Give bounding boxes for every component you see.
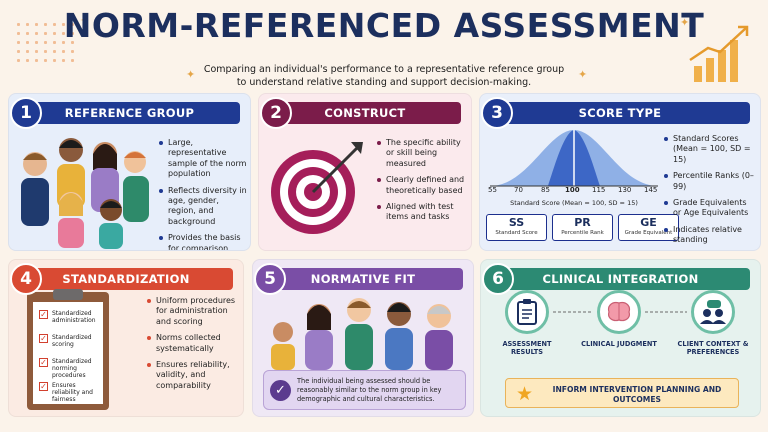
checkmark-icon: ✓ <box>39 358 48 367</box>
step-number-badge: 2 <box>260 97 292 129</box>
checkmark-icon: ✓ <box>39 310 48 319</box>
diverse-people-illustration <box>271 298 453 370</box>
normative-fit-note: ✓ The individual being assessed should b… <box>263 370 466 410</box>
decorative-dots <box>14 20 74 65</box>
normative-fit-card: NORMATIVE FIT ✓ The individual being ass… <box>252 259 474 417</box>
assessment-results-item: ASSESSMENT RESULTS <box>487 290 567 356</box>
sparkle-icon: ✦ <box>80 14 90 27</box>
page-subtitle: Comparing an individual's performance to… <box>203 64 565 88</box>
construct-card: CONSTRUCT The specific ability or skill … <box>258 93 472 251</box>
card-header: REFERENCE GROUP <box>19 102 240 124</box>
card-header: CONSTRUCT <box>269 102 461 124</box>
checkmark-icon: ✓ <box>39 334 48 343</box>
step-number-badge: 6 <box>482 263 514 295</box>
check-circle-icon: ✓ <box>270 380 291 401</box>
checklist-item: ✓Ensures reliability and fairness <box>39 382 93 403</box>
client-context-item: CLIENT CONTEXT & PREFERENCES <box>673 290 753 356</box>
sparkle-icon: ✦ <box>680 16 690 29</box>
bullet-list: Large, representative sample of the norm… <box>159 138 249 250</box>
clipboard-clamp <box>53 289 83 300</box>
page-title: NORM-REFERENCED ASSESSMENT <box>63 6 705 45</box>
sparkle-icon: ✦ <box>186 68 196 81</box>
reference-group-card: REFERENCE GROUP Large, representative sa… <box>8 93 251 251</box>
group-of-people-illustration <box>21 138 149 249</box>
clipboard-icon <box>505 290 549 334</box>
clinical-integration-card: CLINICAL INTEGRATION ASSESSMENT RESULTS … <box>480 259 761 417</box>
people-chat-icon <box>691 290 735 334</box>
step-number-badge: 5 <box>254 263 286 295</box>
card-header: CLINICAL INTEGRATION <box>491 268 750 290</box>
score-type-card: SCORE TYPE 55 70 85 100 115 130 145 Stan… <box>479 93 761 251</box>
card-header: SCORE TYPE <box>490 102 750 124</box>
growth-chart-icon <box>689 25 749 82</box>
checkmark-icon: ✓ <box>39 382 48 391</box>
step-number-badge: 3 <box>481 97 513 129</box>
axis-caption: Standard Score (Mean = 100, SD = 15) <box>510 199 638 207</box>
checklist-item: ✓Standardized norming procedures <box>39 358 92 379</box>
bullet-list: Standard Scores (Mean = 100, SD = 15) Pe… <box>664 134 756 250</box>
outcome-banner: ★ INFORM INTERVENTION PLANNING AND OUTCO… <box>505 378 739 408</box>
checklist-item: ✓Standardized scoring <box>39 334 92 348</box>
brain-icon <box>597 290 641 334</box>
checklist-item: ✓Standardized administration <box>39 310 96 324</box>
card-header: STANDARDIZATION <box>19 268 233 290</box>
bell-curve-graphic <box>490 130 658 187</box>
connector-dashes <box>553 311 687 313</box>
step-number-badge: 1 <box>10 97 42 129</box>
score-axis-ticks: 55 70 85 100 115 130 145 <box>488 186 658 194</box>
step-number-badge: 4 <box>10 263 42 295</box>
clipboard-checklist: ✓Standardized administration ✓Standardiz… <box>27 289 109 410</box>
standardization-card: STANDARDIZATION ✓Standardized administra… <box>8 259 244 417</box>
bullet-list: Uniform procedures for administration an… <box>147 296 239 397</box>
bullet-list: The specific ability or skill being meas… <box>377 138 467 229</box>
star-icon: ★ <box>516 383 534 405</box>
clinical-judgment-item: CLINICAL JUDGMENT <box>579 290 659 348</box>
card-header: NORMATIVE FIT <box>263 268 463 290</box>
sparkle-icon: ✦ <box>578 68 588 81</box>
target-arrow-icon <box>271 142 363 234</box>
